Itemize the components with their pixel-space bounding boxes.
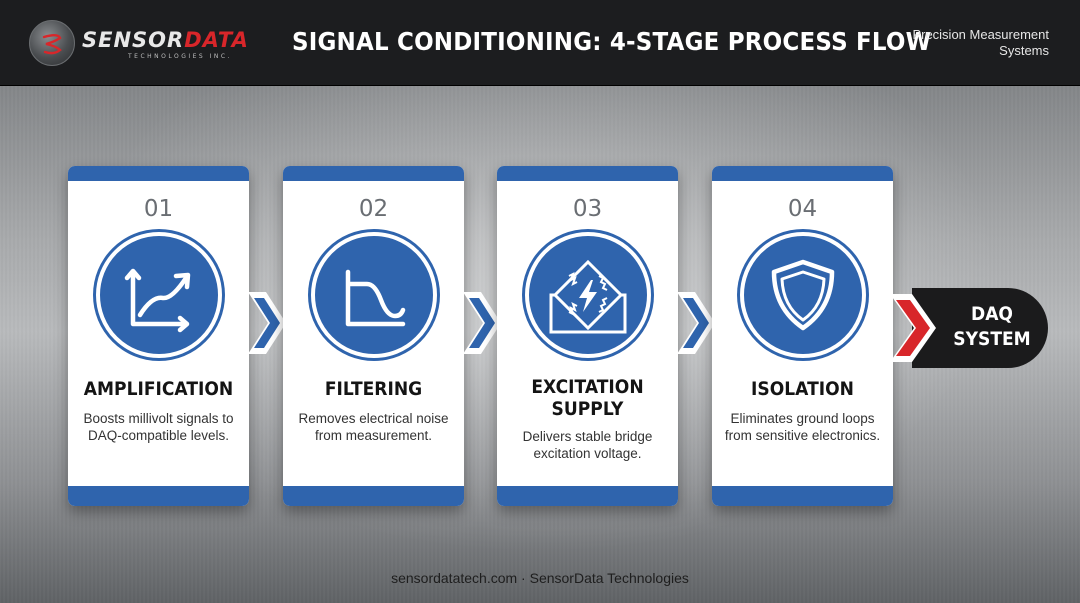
- stage-description: Delivers stable bridge excitation voltag…: [522, 429, 653, 461]
- header-tagline: Precision Measurement Systems: [912, 27, 1049, 58]
- stage-description: Boosts millivolt signals to DAQ-compatib…: [83, 411, 234, 443]
- stage-label: EXCITATION SUPPLY: [531, 376, 644, 420]
- logo-subtitle: TECHNOLOGIES INC.: [128, 53, 232, 60]
- card-top-bar: [283, 166, 464, 181]
- card-bottom-bar: [283, 486, 464, 506]
- logo-wordmark-accent: DATA: [184, 28, 249, 52]
- card-top-bar: [68, 166, 249, 181]
- stage-label: AMPLIFICATION: [83, 378, 234, 400]
- stage-card-excitation-supply: 03 EXCITATION SUPPLY Delivers stable bri…: [497, 166, 678, 506]
- red-chevron-right-icon: [890, 294, 936, 362]
- chevron-right-icon: [463, 292, 501, 354]
- stage-label: ISOLATION: [751, 378, 854, 400]
- stage-number: 04: [787, 196, 818, 222]
- stage-card-isolation: 04 ISOLATION Eliminates ground loops fro…: [712, 166, 893, 506]
- page-title: SIGNAL CONDITIONING: 4-STAGE PROCESS FLO…: [292, 27, 932, 56]
- stage-description: Eliminates ground loops from sensitive e…: [724, 411, 881, 443]
- stage-number: 02: [358, 196, 389, 222]
- chevron-right-icon: [677, 292, 715, 354]
- chevron-right-icon: [248, 292, 286, 354]
- stage-number: 01: [143, 196, 174, 222]
- daq-system-label: DAQ SYSTEM: [953, 303, 1031, 350]
- card-bottom-bar: [497, 486, 678, 506]
- filter-curve-icon: [311, 232, 437, 358]
- card-top-bar: [712, 166, 893, 181]
- stage-number: 03: [572, 196, 603, 222]
- bridge-circuit-icon: [525, 232, 651, 358]
- card-bottom-bar: [712, 486, 893, 506]
- stage-card-filtering: 02 FILTERING Removes electrical noise fr…: [283, 166, 464, 506]
- sensordata-logo-icon: [29, 20, 75, 66]
- shield-icon: [740, 232, 866, 358]
- stage-label: FILTERING: [324, 378, 423, 400]
- card-bottom-bar: [68, 486, 249, 506]
- logo-wordmark: SENSORDATA: [82, 28, 249, 52]
- stage-description: Removes electrical noise from measuremen…: [298, 411, 449, 443]
- amplification-graph-icon: [96, 232, 222, 358]
- header-bar: SENSORDATA TECHNOLOGIES INC. SIGNAL COND…: [0, 0, 1080, 86]
- logo-wordmark-main: SENSOR: [82, 28, 185, 52]
- footer-credit: sensordatatech.com · SensorData Technolo…: [391, 570, 689, 586]
- stage-card-amplification: 01 AMPLIFICATION Boosts millivolt signal…: [68, 166, 249, 506]
- card-top-bar: [497, 166, 678, 181]
